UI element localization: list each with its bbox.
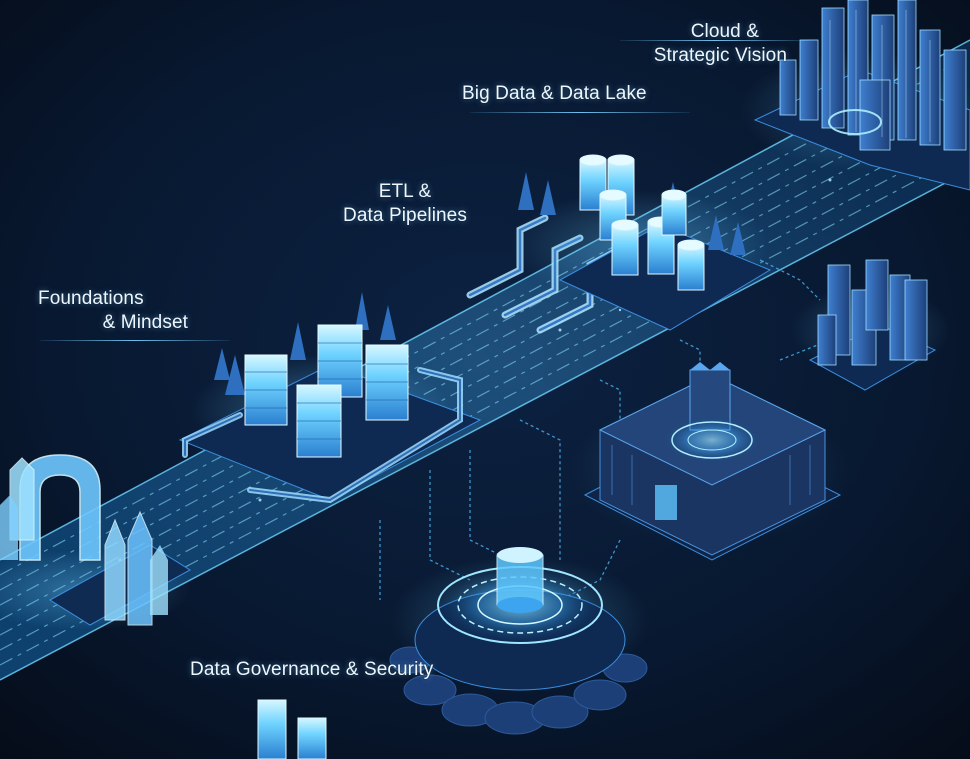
label-cloud-line1: Cloud &: [690, 21, 759, 42]
label-cloud-strategic-vision: Cloud & Strategic Vision: [612, 20, 787, 68]
security-fortress: [570, 362, 850, 561]
circuit-connectors: [379, 259, 831, 601]
label-foundations-line1: Foundations: [38, 288, 144, 309]
leader-cloud: [620, 40, 810, 41]
foundations-arch-crystals: [0, 454, 191, 630]
label-etl-pipelines: ETL & Data Pipelines: [330, 180, 480, 228]
bottom-servers: [257, 699, 327, 759]
label-big-data-lake: Big Data & Data Lake: [462, 83, 647, 104]
cloud-city-skyline: [740, 0, 970, 191]
leader-big-data: [470, 112, 690, 113]
city-block-right: [790, 259, 950, 391]
label-foundations-mindset: Foundations & Mindset: [38, 287, 188, 335]
data-lake-cylinders: [510, 154, 772, 331]
label-cloud-line2: Strategic Vision: [653, 45, 787, 66]
server-cluster: [178, 292, 482, 504]
label-etl-line1: ETL &: [378, 181, 432, 202]
leader-foundations: [40, 340, 230, 341]
label-governance-security: Data Governance & Security: [190, 659, 434, 680]
label-etl-line2: Data Pipelines: [343, 205, 467, 226]
governance-ring-platform: [389, 547, 650, 735]
label-foundations-line2: & Mindset: [102, 312, 188, 333]
